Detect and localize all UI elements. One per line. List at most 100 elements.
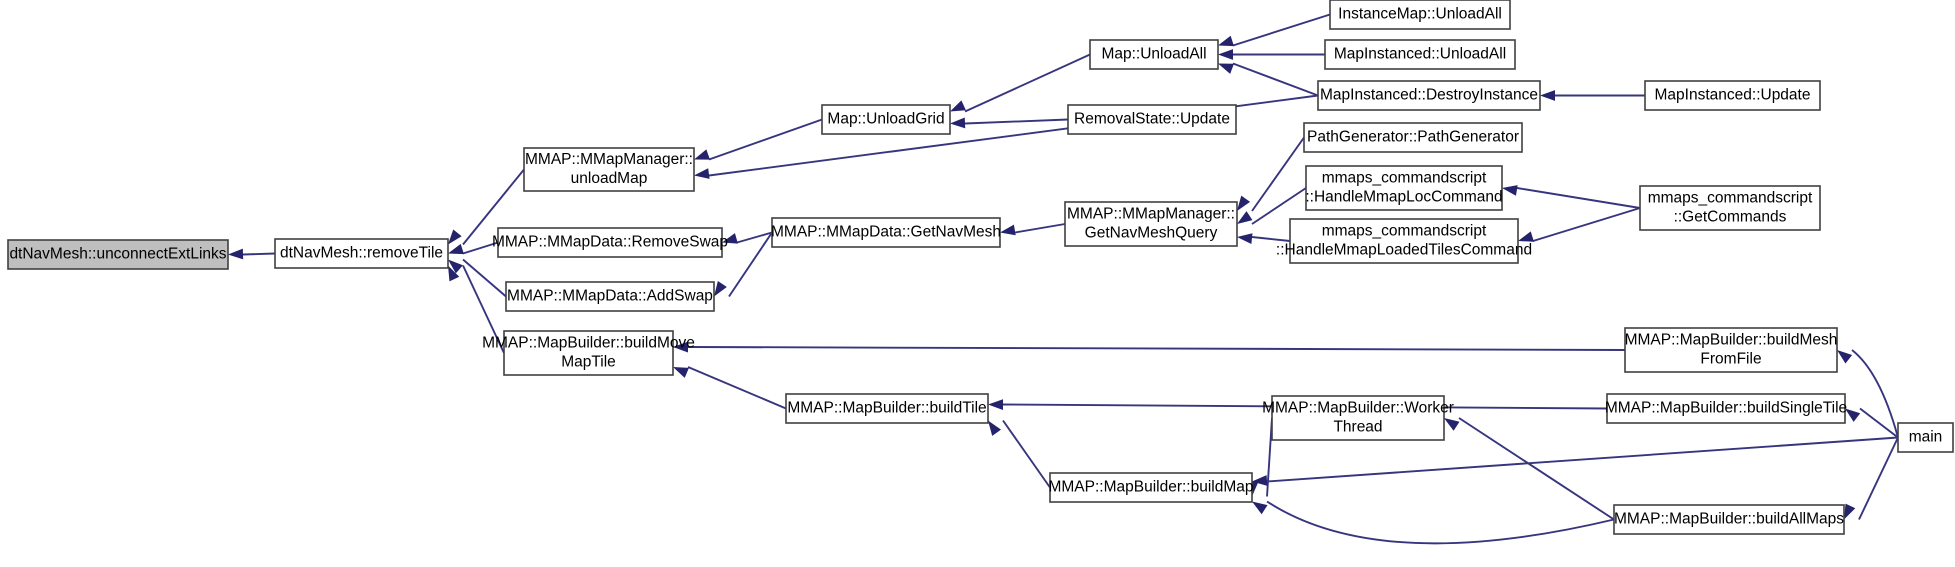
call-edge: [673, 341, 1626, 353]
graph-node-unloadAll[interactable]: Map::UnloadAll: [1089, 39, 1219, 70]
node-label-instanceMapUnloadAll: InstanceMap::UnloadAll: [1338, 6, 1502, 23]
node-box-mapInstancedUpdate[interactable]: [1644, 80, 1821, 111]
node-box-addSwap[interactable]: [505, 281, 715, 312]
graph-node-mapInstancedUnloadAll[interactable]: MapInstanced::UnloadAll: [1324, 39, 1516, 70]
graph-node-removeSwap[interactable]: MMAP::MMapData::RemoveSwap: [492, 227, 728, 258]
node-label-pathGenerator: PathGenerator::PathGenerator: [1307, 129, 1519, 146]
node-box-removalStateUpdate[interactable]: [1067, 104, 1237, 135]
call-edge: [1218, 49, 1325, 60]
node-box-removeSwap[interactable]: [497, 227, 723, 258]
graph-node-instanceMapUnloadAll[interactable]: InstanceMap::UnloadAll: [1329, 0, 1511, 30]
node-label-getCommands: ::GetCommands: [1674, 209, 1787, 226]
call-edge: [950, 117, 1069, 129]
node-box-mapInstancedUnloadAll[interactable]: [1324, 39, 1516, 70]
node-box-workerThread[interactable]: [1271, 395, 1445, 441]
call-edge: [1844, 437, 1899, 520]
graph-node-buildTile[interactable]: MMAP::MapBuilder::buildTile: [785, 393, 989, 424]
call-edge: [1845, 407, 1899, 439]
node-box-buildTile[interactable]: [785, 393, 989, 424]
call-edge: [228, 248, 276, 260]
node-box-main[interactable]: [1897, 422, 1954, 453]
node-label-buildMap: MMAP::MapBuilder::buildMap: [1048, 479, 1253, 496]
node-box-removeTile[interactable]: [274, 238, 449, 269]
node-box-unloadGrid[interactable]: [821, 104, 951, 135]
graph-node-destroyInstance[interactable]: MapInstanced::DestroyInstance: [1317, 80, 1541, 111]
node-label-buildTile: MMAP::MapBuilder::buildTile: [787, 400, 986, 417]
node-label-destroyInstance: MapInstanced::DestroyInstance: [1320, 87, 1538, 104]
graph-node-getNavMesh[interactable]: MMAP::MMapData::GetNavMesh: [771, 217, 1001, 248]
call-edge: [1540, 90, 1645, 101]
graph-node-unloadGrid[interactable]: Map::UnloadGrid: [821, 104, 951, 135]
node-box-unconnectExtLinks[interactable]: [7, 239, 229, 270]
node-label-buildMeshFromFile: MMAP::MapBuilder::buildMesh: [1625, 332, 1838, 349]
node-label-buildSingleTile: MMAP::MapBuilder::buildSingleTile: [1605, 400, 1847, 417]
node-label-handleMmapLoadedTilesCommand: ::HandleMmapLoadedTilesCommand: [1276, 242, 1532, 259]
graph-node-buildAllMaps[interactable]: MMAP::MapBuilder::buildAllMaps: [1613, 504, 1845, 535]
call-edge: [1237, 187, 1307, 225]
node-box-handleMmapLoadedTilesCommand[interactable]: [1289, 218, 1519, 264]
call-edge: [1237, 136, 1305, 212]
call-edge: [988, 419, 1051, 489]
node-box-pathGenerator[interactable]: [1303, 122, 1523, 153]
call-edge: [1000, 223, 1066, 236]
call-edge: [1502, 185, 1641, 209]
graph-node-mapInstancedUpdate[interactable]: MapInstanced::Update: [1644, 80, 1821, 111]
node-label-removalStateUpdate: RemovalState::Update: [1074, 111, 1230, 128]
node-box-instanceMapUnloadAll[interactable]: [1329, 0, 1511, 30]
call-edge: [448, 265, 505, 354]
node-label-unloadMap: unloadMap: [571, 170, 648, 187]
node-label-unloadGrid: Map::UnloadGrid: [827, 111, 944, 128]
call-edge: [1518, 207, 1641, 242]
node-label-unloadMap: MMAP::MMapManager::: [525, 151, 693, 168]
call-edge: [1444, 417, 1615, 521]
graph-node-pathGenerator[interactable]: PathGenerator::PathGenerator: [1303, 122, 1523, 153]
node-box-buildMeshFromFile[interactable]: [1624, 327, 1838, 373]
call-edge: [1218, 13, 1331, 47]
graph-node-main[interactable]: main: [1897, 422, 1954, 453]
node-box-buildAllMaps[interactable]: [1613, 504, 1845, 535]
node-box-buildMap[interactable]: [1049, 472, 1253, 503]
node-box-buildMoveMapTile[interactable]: [503, 330, 674, 376]
node-box-unloadAll[interactable]: [1089, 39, 1219, 70]
call-edge: [673, 366, 787, 410]
graph-node-removeTile[interactable]: dtNavMesh::removeTile: [274, 238, 449, 269]
node-label-unconnectExtLinks: dtNavMesh::unconnectExtLinks: [9, 246, 226, 263]
node-label-handleMmapLocCommand: mmaps_commandscript: [1322, 170, 1487, 187]
node-box-unloadMap[interactable]: [523, 147, 695, 192]
node-label-getCommands: mmaps_commandscript: [1648, 190, 1813, 207]
call-edge: [448, 258, 507, 298]
graph-node-unloadMap[interactable]: MMAP::MMapManager::unloadMap: [523, 147, 695, 192]
node-box-getNavMeshQuery[interactable]: [1064, 201, 1238, 247]
node-box-destroyInstance[interactable]: [1317, 80, 1541, 111]
node-label-removeSwap: MMAP::MMapData::RemoveSwap: [492, 234, 728, 251]
graph-node-getNavMeshQuery[interactable]: MMAP::MMapManager::GetNavMeshQuery: [1064, 201, 1238, 247]
graph-node-buildMap[interactable]: MMAP::MapBuilder::buildMap: [1048, 472, 1254, 503]
node-label-removeTile: dtNavMesh::removeTile: [280, 245, 443, 262]
graph-node-addSwap[interactable]: MMAP::MMapData::AddSwap: [505, 281, 715, 312]
call-edge: [694, 118, 823, 161]
node-label-buildAllMaps: MMAP::MapBuilder::buildAllMaps: [1614, 511, 1844, 528]
call-edge: [1252, 436, 1899, 486]
graph-node-unconnectExtLinks[interactable]: dtNavMesh::unconnectExtLinks: [7, 239, 229, 270]
node-box-getNavMesh[interactable]: [771, 217, 1001, 248]
graph-node-getCommands[interactable]: mmaps_commandscript::GetCommands: [1639, 185, 1821, 231]
node-label-handleMmapLocCommand: ::HandleMmapLocCommand: [1305, 189, 1502, 206]
graph-node-removalStateUpdate[interactable]: RemovalState::Update: [1067, 104, 1237, 135]
node-box-getCommands[interactable]: [1639, 185, 1821, 231]
call-edge: [448, 241, 499, 255]
call-edge: [722, 231, 773, 244]
node-box-buildSingleTile[interactable]: [1606, 393, 1846, 424]
graph-node-handleMmapLocCommand[interactable]: mmaps_commandscript::HandleMmapLocComman…: [1305, 165, 1503, 211]
node-label-mapInstancedUpdate: MapInstanced::Update: [1655, 87, 1811, 104]
graph-node-buildSingleTile[interactable]: MMAP::MapBuilder::buildSingleTile: [1605, 393, 1847, 424]
node-box-handleMmapLocCommand[interactable]: [1305, 165, 1503, 211]
call-edge: [950, 53, 1091, 113]
node-label-buildMoveMapTile: MapTile: [561, 354, 616, 371]
call-edge: [1237, 233, 1291, 244]
graph-node-handleMmapLoadedTilesCommand[interactable]: mmaps_commandscript::HandleMmapLoadedTil…: [1276, 218, 1532, 264]
